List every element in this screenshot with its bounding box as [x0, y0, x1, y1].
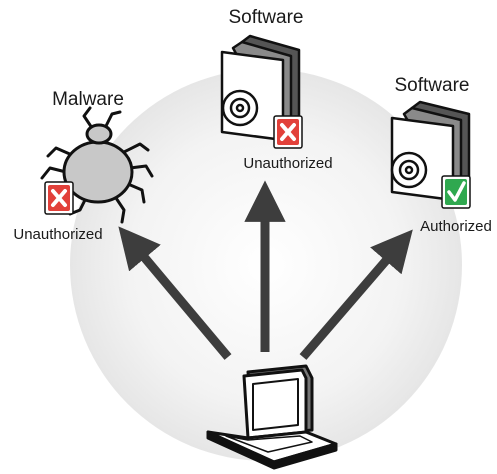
arrow-to-software-right [299, 229, 413, 360]
software-right-status: Authorized [420, 218, 492, 235]
malware-status: Unauthorized [13, 226, 103, 243]
malware-title: Malware [52, 89, 124, 110]
laptop-icon [206, 364, 338, 470]
software-center-x-badge-icon [273, 115, 303, 149]
software-right-check-badge-icon [441, 175, 471, 209]
software-center-title: Software [228, 7, 304, 28]
software-right-title: Software [394, 75, 470, 96]
software-center-status: Unauthorized [243, 155, 333, 172]
arrow-to-malware [118, 226, 232, 360]
malware-x-badge-icon [44, 181, 74, 215]
software-box-icon [220, 34, 301, 142]
